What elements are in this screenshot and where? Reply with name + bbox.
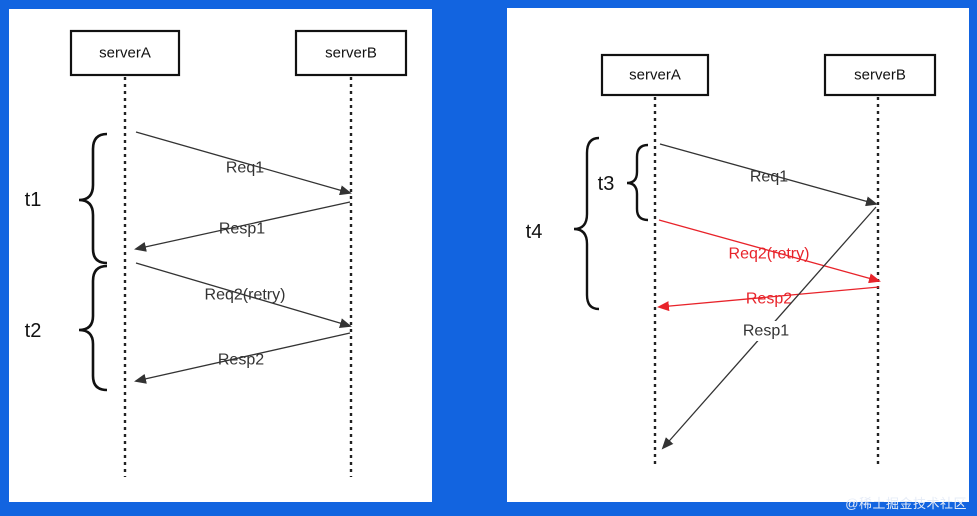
participant-serverA: serverA [600, 53, 710, 97]
brace-t3 [626, 143, 649, 222]
resp1-label-background [738, 321, 794, 341]
message-label-req1: Req1 [750, 169, 788, 186]
participant-serverB-label: serverB [325, 45, 377, 62]
interval-label-t1: t1 [25, 189, 42, 211]
participant-serverB-label: serverB [854, 67, 906, 84]
message-arrow-req2 [135, 262, 352, 328]
right-diagram-canvas: serverA serverB Req1 Req2(retry) Resp2 R… [526, 53, 937, 466]
message-label-req1: Req1 [226, 160, 264, 177]
watermark: @稀土掘金技术社区 [845, 496, 967, 511]
participant-serverA-label: serverA [99, 45, 151, 62]
left-sequence-diagram: serverA serverB Req1 Resp1 Req2(retry) R… [9, 9, 432, 502]
brace-t1 [78, 132, 108, 265]
message-label-resp1: Resp1 [743, 323, 789, 340]
message-arrow-req1 [659, 143, 878, 207]
message-arrow-req1 [135, 131, 352, 196]
message-label-req2: Req2(retry) [205, 287, 286, 304]
message-label-resp2: Resp2 [218, 352, 264, 369]
participant-serverA: serverA [69, 29, 181, 77]
brace-t2 [78, 264, 108, 392]
message-arrow-resp2 [657, 286, 880, 312]
left-diagram-canvas: serverA serverB Req1 Resp1 Req2(retry) R… [25, 29, 408, 477]
interval-label-t2: t2 [25, 320, 42, 342]
participant-serverA-label: serverA [629, 67, 681, 84]
message-arrow-resp1 [134, 201, 351, 252]
message-label-resp1: Resp1 [219, 221, 265, 238]
interval-label-t4: t4 [526, 221, 543, 243]
interval-label-t3: t3 [598, 173, 615, 195]
message-arrow-resp2 [134, 332, 351, 384]
participant-serverB: serverB [294, 29, 408, 77]
brace-t4 [573, 136, 600, 311]
message-label-req2-retry: Req2(retry) [729, 246, 810, 263]
message-arrow-req2-retry [658, 219, 881, 284]
right-sequence-diagram: serverA serverB Req1 Req2(retry) Resp2 R… [507, 8, 969, 502]
participant-serverB: serverB [823, 53, 937, 97]
message-label-resp2: Resp2 [746, 291, 792, 308]
